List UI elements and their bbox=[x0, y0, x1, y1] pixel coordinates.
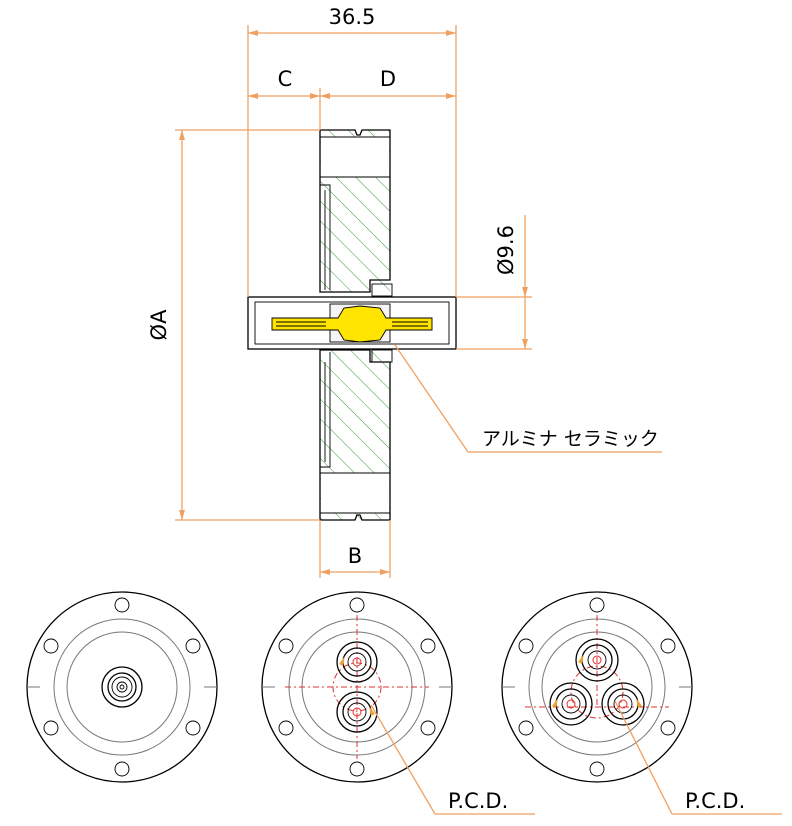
front-view-3-pin bbox=[501, 591, 782, 815]
overall-length-label: 36.5 bbox=[329, 5, 376, 29]
center-lines bbox=[525, 615, 669, 719]
pcd-label-right: P.C.D. bbox=[685, 789, 745, 813]
ceramic-label: アルミナ セラミック bbox=[482, 428, 659, 450]
bolt-holes bbox=[518, 597, 676, 777]
dim-flange-thickness: B bbox=[319, 520, 391, 578]
connector-right bbox=[601, 682, 645, 726]
bolt-holes bbox=[278, 597, 436, 777]
dim-flange-diameter: ØA bbox=[147, 129, 320, 521]
dim-tube-diameter: Ø9.6 bbox=[456, 215, 532, 350]
pcd-callout-right bbox=[614, 700, 782, 815]
feedthrough-tube bbox=[247, 283, 457, 363]
dim-overall-length: 36.5 bbox=[247, 5, 457, 297]
segment-c-label: C bbox=[278, 67, 293, 91]
connector-top bbox=[575, 638, 619, 682]
bolt-holes bbox=[43, 597, 201, 777]
flange-diameter-label: ØA bbox=[147, 309, 171, 341]
dim-c-d: C D bbox=[248, 67, 456, 130]
connector-left bbox=[549, 682, 593, 726]
ceramic-callout: アルミナ セラミック bbox=[394, 344, 662, 453]
pcd-callout-center bbox=[370, 704, 535, 815]
connector bbox=[101, 666, 143, 708]
center-lines bbox=[285, 615, 429, 759]
conductor bbox=[271, 305, 433, 343]
tube-diameter-label: Ø9.6 bbox=[494, 225, 518, 275]
side-section-view: 36.5 C D ØA Ø9.6 bbox=[147, 5, 662, 578]
flange-thickness-label: B bbox=[348, 544, 362, 568]
connector-top bbox=[336, 641, 378, 683]
connector-bottom bbox=[336, 691, 378, 733]
front-view-1-pin bbox=[26, 591, 218, 783]
pcd-label-center: P.C.D. bbox=[448, 789, 508, 813]
front-view-2-pin bbox=[261, 591, 535, 815]
segment-d-label: D bbox=[380, 67, 396, 91]
